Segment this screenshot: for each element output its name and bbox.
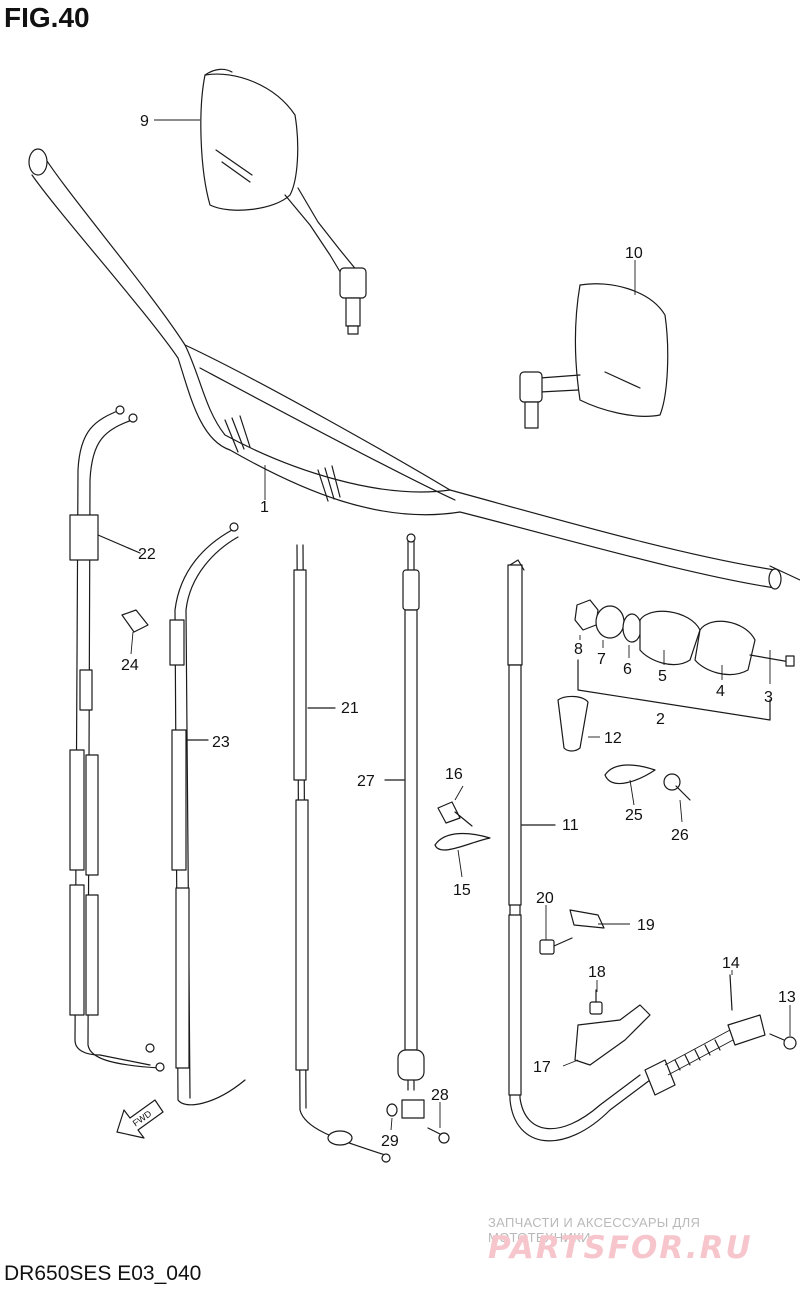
callout-29: 29 (381, 1133, 399, 1150)
callout-21: 21 (341, 700, 359, 717)
callout-24: 24 (121, 657, 139, 674)
callout-18: 18 (588, 964, 606, 981)
model-code: DR650SES E03_040 (4, 1262, 202, 1285)
callout-22: 22 (138, 546, 156, 563)
small-parts (121, 609, 797, 1144)
callout-11: 11 (562, 817, 579, 834)
callout-25: 25 (625, 807, 643, 824)
callout-6: 6 (623, 661, 632, 678)
cable-21-part (293, 544, 391, 1163)
mirror-right-part (519, 283, 669, 429)
callout-28: 28 (431, 1087, 449, 1104)
callout-3: 3 (764, 689, 773, 706)
callout-1: 1 (260, 499, 269, 516)
fwd-arrow: FWD (116, 1099, 164, 1139)
cable-27-part (384, 533, 425, 1119)
callout-20: 20 (536, 890, 554, 907)
callout-7: 7 (597, 651, 606, 668)
callout-4: 4 (716, 683, 725, 700)
mirror-left-part (200, 68, 367, 335)
callout-10: 10 (625, 245, 643, 262)
callout-17: 17 (533, 1059, 551, 1076)
callout-12: 12 (604, 730, 622, 747)
callout-2: 2 (656, 711, 665, 728)
callout-26: 26 (671, 827, 689, 844)
callout-8: 8 (574, 641, 583, 658)
throttle-grip-assembly (574, 599, 795, 721)
callout-13: 13 (778, 989, 796, 1006)
watermark-text: ЗАПЧАСТИ И АКСЕССУАРЫ ДЛЯ МОТОТЕХНИКИ (488, 1215, 701, 1245)
watermark-logo: PARTSFOR.RU (488, 1230, 753, 1266)
callout-16: 16 (445, 766, 463, 783)
leader-lines (130, 119, 791, 1131)
callout-numbers: 1 2 3 4 5 6 7 8 9 10 11 12 13 14 15 16 1… (121, 113, 796, 1150)
cable-bundle-22-part (69, 405, 165, 1072)
callout-19: 19 (637, 917, 655, 934)
cable-11-part (507, 559, 766, 1142)
handlebar-part (28, 148, 800, 590)
figure-title: FIG.40 (4, 2, 90, 33)
callout-5: 5 (658, 668, 667, 685)
callout-27: 27 (357, 773, 375, 790)
cable-23-part (169, 522, 246, 1106)
callout-14: 14 (722, 955, 740, 972)
callout-23: 23 (212, 734, 230, 751)
callout-15: 15 (453, 882, 471, 899)
callout-9: 9 (140, 113, 149, 130)
